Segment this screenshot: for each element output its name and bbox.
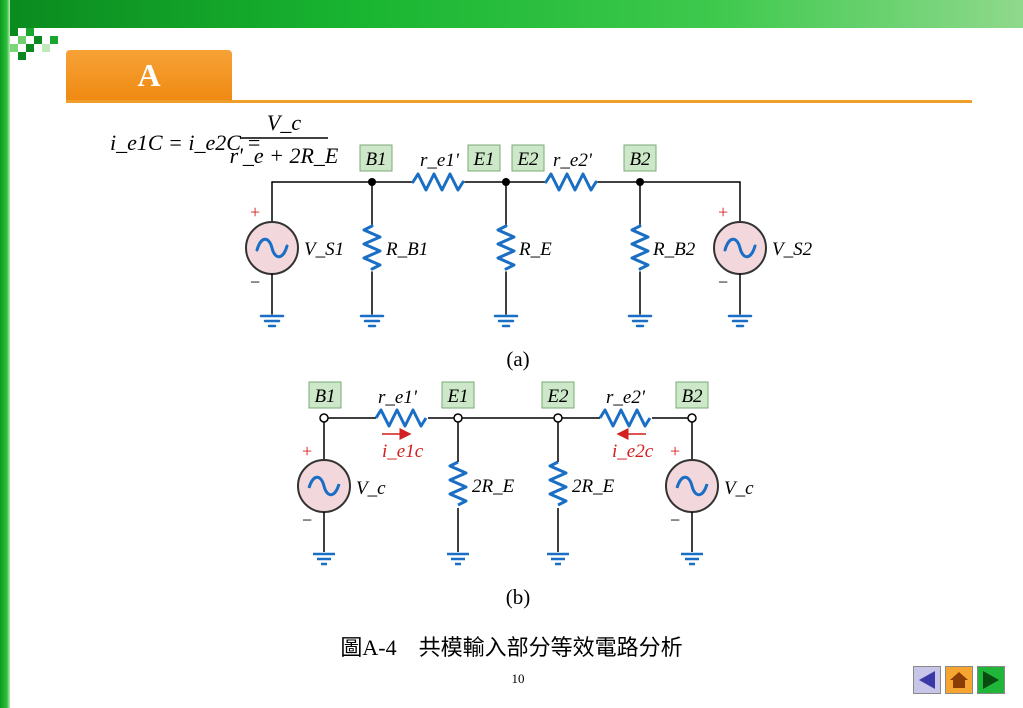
header-rule [66,100,972,103]
home-icon [950,672,968,688]
left-triangle-icon [919,671,935,689]
equation-numerator: V_c [267,110,301,135]
terminal-dot [319,413,329,423]
left-green-bar [0,0,10,708]
label-2re-right: 2R_E [572,476,615,497]
node-box-b2-a [623,144,657,172]
figure-caption: 圖A-4 共模輸入部分等效電路分析 [340,635,683,660]
label-re: R_E [518,239,552,260]
terminal-dot [453,413,463,423]
resistor-re [496,224,516,271]
node-box-e2-a [511,144,545,172]
plus-sign: + [302,441,312,461]
node-box-b1-a [359,144,393,172]
node-label-e2-a: E2 [516,149,539,170]
label-re2-b: r_e2' [606,387,646,408]
ground-icon [545,552,571,566]
figure-label-a: (a) [506,347,529,371]
junction-dot [502,178,510,186]
ground-icon [445,552,471,566]
equation-denominator: r'_e + 2R_E [230,143,339,168]
node-label-e1-a: E1 [472,149,494,170]
plus-sign: + [250,202,260,222]
node-label-e1-b: E1 [446,386,468,407]
ground-icon [259,314,285,328]
label-re1-a: r_e1' [420,150,460,171]
top-green-bar [0,0,1023,28]
source-vc-left [296,458,352,514]
node-box-b2-b [675,381,709,409]
resistor-re1-b [374,408,428,428]
ground-icon [311,552,337,566]
figure-label-b: (b) [506,585,531,609]
label-rb2: R_B2 [652,239,696,260]
minus-sign: − [302,510,312,530]
plus-sign: + [718,202,728,222]
label-2re-left: 2R_E [472,476,515,497]
resistor-re2-b [598,408,652,428]
source-vs1 [244,220,300,276]
label-re1-b: r_e1' [378,387,418,408]
minus-sign: − [250,272,260,292]
resistor-2re-left [448,460,468,507]
resistor-2re-right [548,460,568,507]
ground-icon [627,314,653,328]
label-rb1: R_B1 [385,239,428,260]
next-slide-button[interactable] [977,666,1005,694]
right-triangle-icon [983,671,999,689]
equation-lhs: i_e1C = i_e2C = [110,130,261,155]
node-box-e1-a [467,144,501,172]
label-vs1: V_S1 [304,239,344,260]
section-tab-label: A [137,57,161,93]
node-label-b2-b: B2 [681,386,703,407]
minus-sign: − [670,510,680,530]
node-label-e2-b: E2 [546,386,569,407]
resistor-rb2 [630,224,650,271]
source-vc-right [664,458,720,514]
home-button[interactable] [945,666,973,694]
terminal-dot [553,413,563,423]
node-box-e1-b [441,381,475,409]
prev-slide-button[interactable] [913,666,941,694]
ground-icon [727,314,753,328]
resistor-re2-a [544,172,598,192]
page-number: 10 [511,671,525,686]
label-re2-a: r_e2' [553,150,593,171]
node-box-b1-b [308,381,342,409]
resistor-rb1 [362,224,382,271]
junction-dot [368,178,376,186]
node-box-e2-b [541,381,575,409]
source-vs2 [712,220,768,276]
label-vs2: V_S2 [772,239,813,260]
node-label-b1-a: B1 [365,149,386,170]
ground-icon [679,552,705,566]
label-ie2c: i_e2c [612,441,654,462]
section-tab: A [66,50,232,101]
label-ie1c: i_e1c [382,441,424,462]
junction-dot [636,178,644,186]
minus-sign: − [718,272,728,292]
plus-sign: + [670,441,680,461]
resistor-re1-a [411,172,465,192]
circuit-b: B1 E1 E2 B2 r_e1' r_e2' 2R_E 2R_E V_c V_… [296,381,754,609]
ground-icon [359,314,385,328]
label-vc-right: V_c [724,478,754,499]
label-vc-left: V_c [356,478,386,499]
node-label-b1-b: B1 [314,386,335,407]
ground-icon [493,314,519,328]
node-label-b2-a: B2 [629,149,651,170]
equation: i_e1C = i_e2C = V_c r'_e + 2R_E [110,110,339,168]
terminal-dot [687,413,697,423]
circuit-a: B1 E1 E2 B2 r_e1' r_e2' R_B1 R_E R_B2 V_… [244,144,813,371]
